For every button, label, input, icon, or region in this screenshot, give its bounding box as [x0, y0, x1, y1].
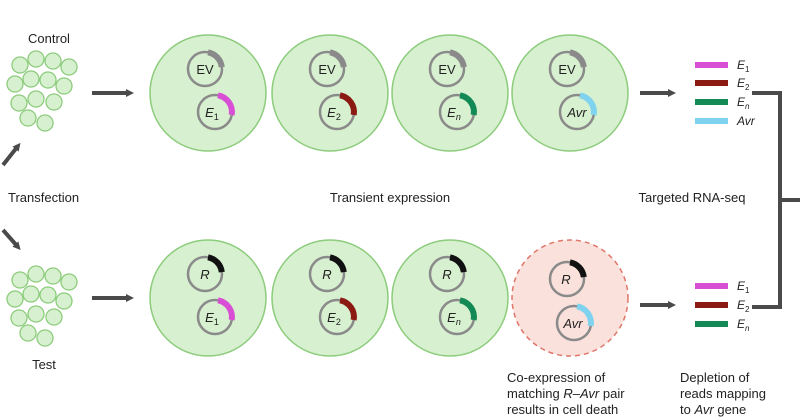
legend-item-e2: E2 — [695, 298, 750, 314]
svg-text:En: En — [737, 317, 750, 333]
legend-item-e2: E2 — [695, 76, 750, 92]
label-targeted-rnaseq: Targeted RNA-seq — [638, 190, 746, 205]
cell-top-avr: EV Avr — [511, 34, 629, 152]
plasmid-label-r: R — [200, 267, 209, 282]
label-coexpression: Co-expression of matching R–Avr pair res… — [507, 370, 625, 417]
plasmid-label-ev: EV — [196, 62, 214, 77]
plasmid-label-r: R — [442, 267, 451, 282]
cell-top-e2: EV E2 — [271, 34, 389, 152]
cell-bottom-en: R En — [391, 239, 509, 357]
legend-item-en: En — [695, 95, 750, 111]
label-control: Control — [28, 31, 70, 46]
legend-item-en: En — [695, 317, 750, 333]
label-test: Test — [32, 357, 56, 372]
legend-item-e1: E1 — [695, 58, 750, 74]
plasmid-label-avr: Avr — [562, 316, 583, 331]
protoplast-cluster-control — [6, 50, 78, 132]
merge-bracket — [752, 91, 800, 309]
plasmid-label-avr: Avr — [566, 105, 587, 120]
svg-text:E2: E2 — [737, 76, 750, 92]
protoplast-cluster-test — [6, 265, 78, 347]
plasmid-label-r: R — [322, 267, 331, 282]
plasmid-label-en: En — [447, 105, 461, 122]
plasmid-label-en: En — [447, 310, 461, 327]
cell-bottom-dead-avr: R Avr — [511, 239, 629, 357]
plasmid-label-r: R — [561, 272, 570, 287]
svg-text:E1: E1 — [737, 279, 750, 295]
plasmid-label-ev: EV — [318, 62, 336, 77]
label-transfection: Transfection — [8, 190, 80, 205]
plasmid-label-e1: E1 — [205, 105, 219, 122]
transfection-arrow-up — [1, 142, 21, 167]
label-transient-expression: Transient expression — [329, 190, 451, 205]
plasmid-label-ev: EV — [438, 62, 456, 77]
cell-top-en: EV En — [391, 34, 509, 152]
plasmid-label-e2: E2 — [327, 310, 341, 327]
legend-item-avr: Avr — [695, 114, 756, 128]
svg-text:E1: E1 — [737, 58, 750, 74]
label-depletion: Depletion of reads mapping to Avr gene — [680, 370, 766, 417]
plasmid-label-ev: EV — [558, 62, 576, 77]
cell-top-e1: EV E1 — [149, 34, 267, 152]
svg-text:Avr: Avr — [736, 114, 756, 128]
cell-bottom-e1: R E1 — [149, 239, 267, 357]
cell-bottom-e2: R E2 — [271, 239, 389, 357]
legend-item-e1: E1 — [695, 279, 750, 295]
legend-bottom: E1 E2 En — [695, 279, 750, 333]
transfection-arrow-down — [1, 228, 21, 250]
legend-top: E1 E2 En Avr — [695, 58, 756, 128]
plasmid-label-e1: E1 — [205, 310, 219, 327]
plasmid-label-e2: E2 — [327, 105, 341, 122]
svg-text:E2: E2 — [737, 298, 750, 314]
svg-text:En: En — [737, 95, 750, 111]
